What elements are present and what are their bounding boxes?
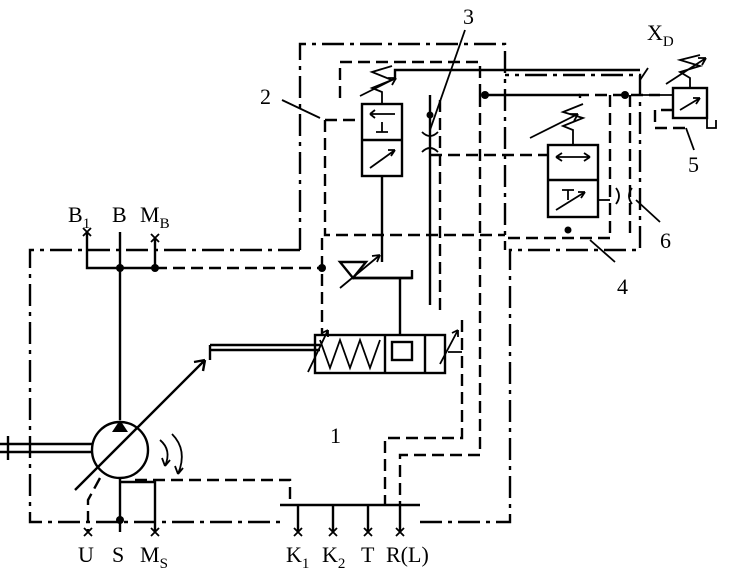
orifice-6 <box>615 187 661 223</box>
bottom-port-manifold <box>280 503 420 532</box>
label-pump-1: 1 <box>330 423 341 448</box>
label-port-k1: K1 <box>286 542 309 572</box>
label-port-u: U <box>78 542 94 567</box>
label-port-mb: MB <box>140 202 170 232</box>
label-port-k2: K2 <box>322 542 345 572</box>
label-port-b: B <box>112 202 127 227</box>
controller-block-2 <box>320 60 660 505</box>
label-port-rl: R(L) <box>386 542 429 567</box>
orifice-3 <box>421 131 439 153</box>
port-markers <box>82 227 405 537</box>
leader-lines <box>281 29 616 263</box>
label-orifice-6: 6 <box>660 228 671 253</box>
label-port-xd: XD <box>647 20 674 50</box>
variable-pump <box>0 345 212 491</box>
label-controller-2: 2 <box>260 84 271 109</box>
label-port-b1: B1 <box>68 202 90 232</box>
label-port-ms: MS <box>140 542 168 572</box>
label-controller-4: 4 <box>617 274 628 299</box>
stroke-cylinder <box>210 329 462 375</box>
label-port-t: T <box>361 542 375 567</box>
pilot-lines <box>393 68 640 305</box>
control-valve-lower <box>529 103 610 234</box>
feedback-lever <box>318 254 414 345</box>
main-lines <box>85 232 322 532</box>
control-valve-upper <box>359 65 404 262</box>
label-orifice-3: 3 <box>463 4 474 29</box>
label-port-s: S <box>112 542 124 567</box>
label-relief-valve-5: 5 <box>688 152 699 177</box>
relief-valve-5 <box>639 54 717 151</box>
